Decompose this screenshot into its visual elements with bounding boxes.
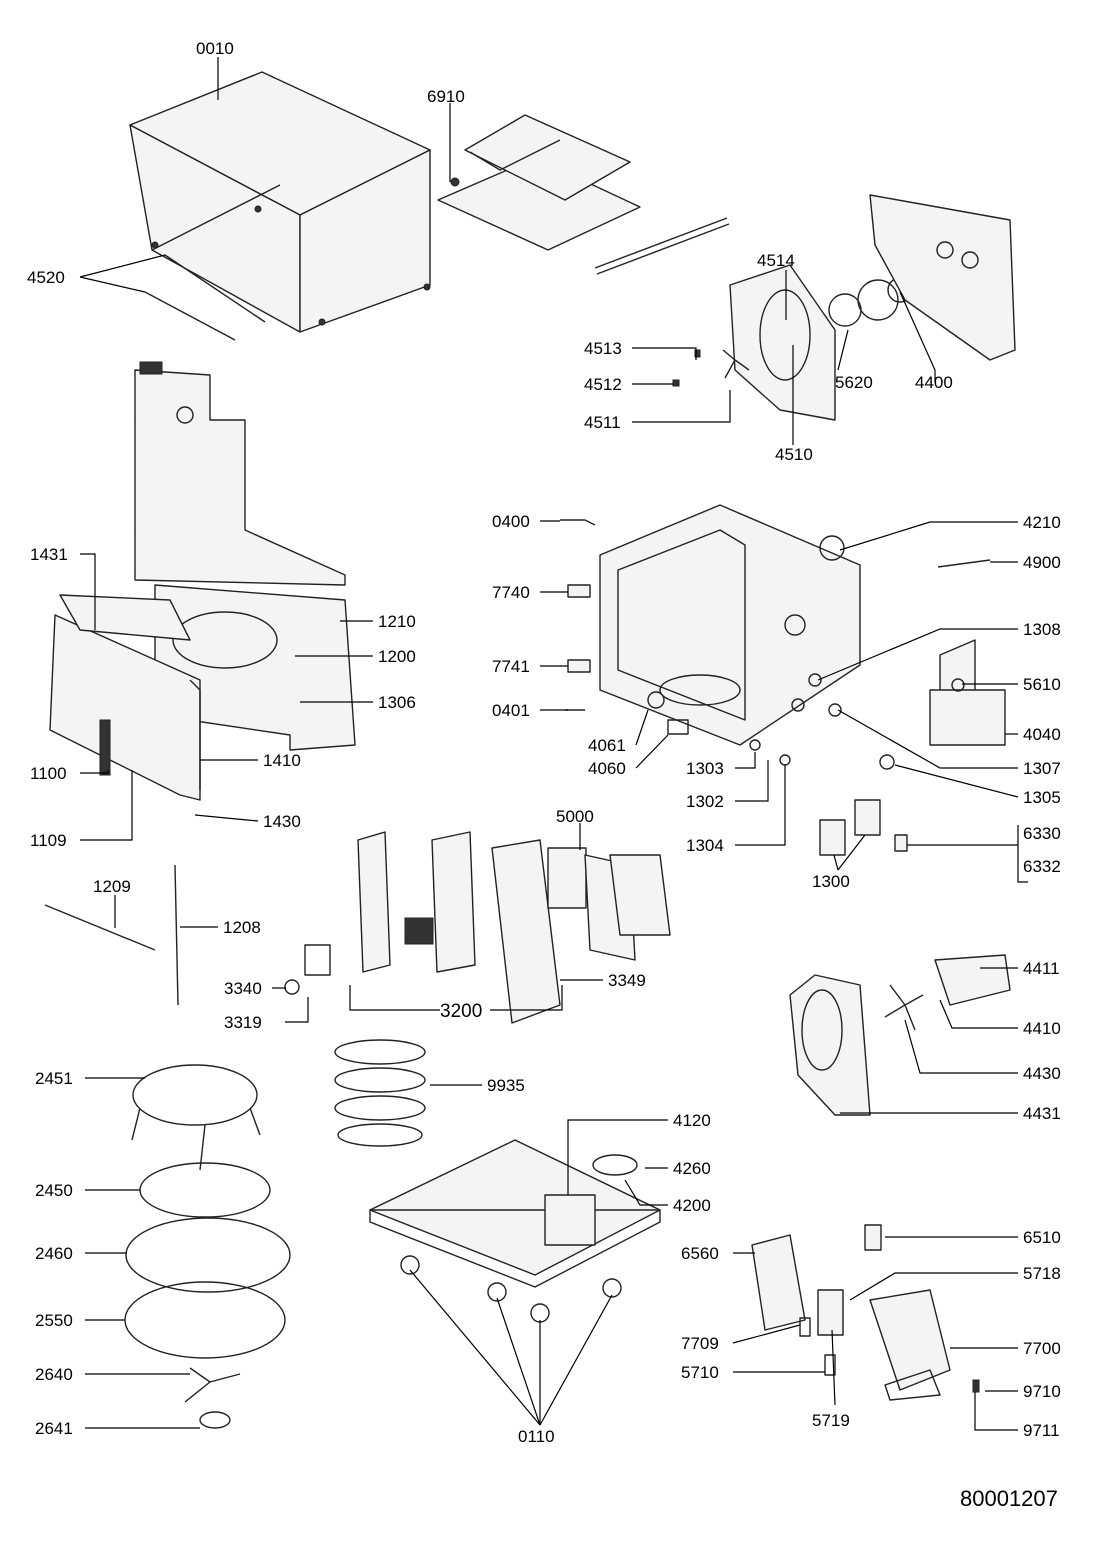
label-4060: 4060 (588, 759, 626, 778)
label-1210: 1210 (378, 612, 416, 631)
label-3340: 3340 (224, 979, 262, 998)
label-1410: 1410 (263, 751, 301, 770)
label-3349: 3349 (608, 971, 646, 990)
door-drawing (49, 594, 201, 801)
cavity-drawing (560, 504, 991, 766)
label-1307: 1307 (1023, 759, 1061, 778)
label-4210: 4210 (1023, 513, 1061, 532)
label-7741: 7741 (492, 657, 530, 676)
base-plate-drawing (369, 1139, 661, 1323)
label-1305: 1305 (1023, 788, 1061, 807)
label-1304: 1304 (686, 836, 724, 855)
label-1100: 1100 (30, 764, 67, 783)
label-4410: 4410 (1023, 1019, 1061, 1038)
label-6332: 6332 (1023, 857, 1061, 876)
label-4511: 4511 (584, 413, 621, 432)
label-4431: 4431 (1023, 1104, 1061, 1123)
seals-drawing (44, 864, 179, 1006)
label-1302: 1302 (686, 792, 724, 811)
label-4260: 4260 (673, 1159, 711, 1178)
label-2460: 2460 (35, 1244, 73, 1263)
label-4514: 4514 (757, 251, 795, 270)
label-6510: 6510 (1023, 1228, 1061, 1247)
label-2640: 2640 (35, 1365, 73, 1384)
transformer-drawing (929, 639, 1006, 746)
convection-assembly-drawing (672, 194, 1016, 421)
label-2451: 2451 (35, 1069, 73, 1088)
label-0400: 0400 (492, 512, 530, 531)
label-0401: 0401 (492, 701, 530, 720)
label-1300: 1300 (812, 872, 850, 891)
rods-drawing (144, 254, 266, 341)
door-frame-drawing (134, 361, 356, 751)
label-1431: 1431 (30, 545, 68, 564)
label-4061: 4061 (588, 736, 626, 755)
label-4430: 4430 (1023, 1064, 1061, 1083)
label-7700: 7700 (1023, 1339, 1061, 1358)
top-plate-drawing (437, 114, 730, 275)
label-4120: 4120 (673, 1111, 711, 1130)
label-9710: 9710 (1023, 1382, 1061, 1401)
label-4040: 4040 (1023, 725, 1061, 744)
label-3200: 3200 (440, 1001, 482, 1022)
label-1430: 1430 (263, 812, 301, 831)
label-1303: 1303 (686, 759, 724, 778)
turntable-drawing (124, 1039, 426, 1429)
label-4900: 4900 (1023, 553, 1061, 572)
label-1306: 1306 (378, 693, 416, 712)
label-9935: 9935 (487, 1076, 525, 1095)
label-9711: 9711 (1023, 1421, 1060, 1440)
label-2641: 2641 (35, 1419, 73, 1438)
label-5000: 5000 (556, 807, 594, 826)
label-6330: 6330 (1023, 824, 1061, 843)
label-5719: 5719 (812, 1411, 850, 1430)
label-1209: 1209 (93, 877, 131, 896)
label-7740: 7740 (492, 583, 530, 602)
label-5710: 5710 (681, 1363, 719, 1382)
label-1308: 1308 (1023, 620, 1061, 639)
label-6560: 6560 (681, 1244, 719, 1263)
control-panel-drawing (284, 831, 671, 1024)
label-4520: 4520 (27, 268, 65, 287)
part-drawings (44, 71, 1016, 1429)
label-4510: 4510 (775, 445, 813, 464)
label-5620: 5620 (835, 373, 873, 392)
leader-lines (79, 57, 1028, 1431)
label-6910: 6910 (427, 87, 465, 106)
fan-duct-drawing (789, 954, 1011, 1116)
label-4512: 4512 (584, 375, 622, 394)
label-1200: 1200 (378, 647, 416, 666)
label-7709: 7709 (681, 1334, 719, 1353)
label-0110: 0110 (518, 1427, 555, 1446)
label-4400: 4400 (915, 373, 953, 392)
label-2550: 2550 (35, 1311, 73, 1330)
label-5610: 5610 (1023, 675, 1061, 694)
label-3319: 3319 (224, 1013, 262, 1032)
outer-casing-drawing (129, 71, 431, 333)
label-1208: 1208 (223, 918, 261, 937)
label-5718: 5718 (1023, 1264, 1061, 1283)
label-4411: 4411 (1023, 959, 1060, 978)
document-number: 80001207 (960, 1486, 1058, 1511)
label-2450: 2450 (35, 1181, 73, 1200)
part-number-labels: 0010 6910 4520 4514 4513 4512 4511 4510 … (27, 39, 1061, 1511)
label-4200: 4200 (673, 1196, 711, 1215)
label-4513: 4513 (584, 339, 622, 358)
switches-drawing (819, 754, 908, 856)
label-1109: 1109 (30, 831, 67, 850)
label-0010: 0010 (196, 39, 234, 58)
fan-assembly-drawing (751, 1224, 980, 1401)
